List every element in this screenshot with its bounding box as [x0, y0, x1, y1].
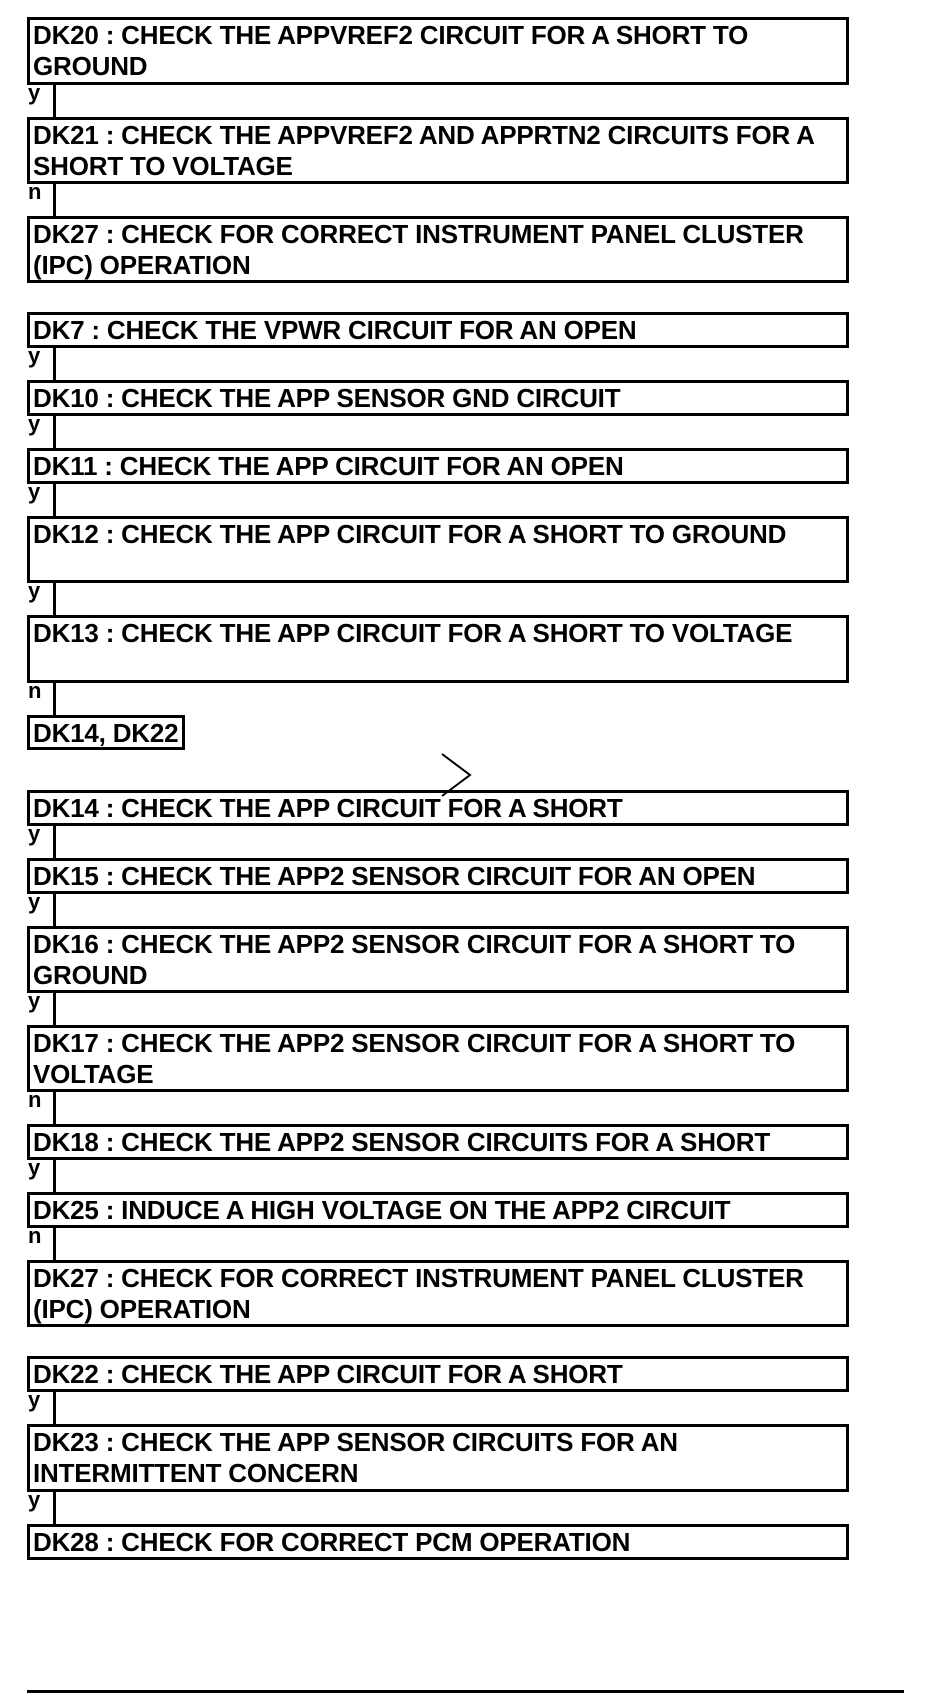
node-dk16: DK16 : CHECK THE APP2 SENSOR CIRCUIT FOR…	[27, 926, 849, 993]
node-dk15: DK15 : CHECK THE APP2 SENSOR CIRCUIT FOR…	[27, 858, 849, 894]
node-dk13: DK13 : CHECK THE APP CIRCUIT FOR A SHORT…	[27, 615, 849, 683]
connector-label: y	[28, 80, 41, 105]
node-dk11: DK11 : CHECK THE APP CIRCUIT FOR AN OPEN	[27, 448, 849, 484]
node-dk21: DK21 : CHECK THE APPVREF2 AND APPRTN2 CI…	[27, 117, 849, 184]
connector-n: n	[27, 1223, 56, 1260]
connector-y: y	[27, 889, 56, 926]
connector-label: y	[28, 479, 41, 504]
connector-y: y	[27, 821, 56, 858]
node-dk23: DK23 : CHECK THE APP SENSOR CIRCUITS FOR…	[27, 1424, 849, 1492]
node-dk27-ipc: DK27 : CHECK FOR CORRECT INSTRUMENT PANE…	[27, 216, 849, 283]
connector-label: n	[28, 678, 42, 703]
connector-y: y	[27, 1387, 56, 1424]
connector-y: y	[27, 578, 56, 615]
connector-label: y	[28, 578, 41, 603]
bottom-divider	[27, 1690, 904, 1693]
connector-label: y	[28, 1155, 41, 1180]
connector-y: y	[27, 988, 56, 1025]
connector-y: y	[27, 80, 56, 117]
node-dk25: DK25 : INDUCE A HIGH VOLTAGE ON THE APP2…	[27, 1192, 849, 1228]
connector-n: n	[27, 1087, 56, 1124]
connector-label: n	[28, 1223, 42, 1248]
node-dk27-ipc: DK27 : CHECK FOR CORRECT INSTRUMENT PANE…	[27, 1260, 849, 1327]
node-dk18: DK18 : CHECK THE APP2 SENSOR CIRCUITS FO…	[27, 1124, 849, 1160]
connector-label: n	[28, 179, 42, 204]
node-dk28: DK28 : CHECK FOR CORRECT PCM OPERATION	[27, 1524, 849, 1560]
connector-y: y	[27, 343, 56, 380]
connector-n: n	[27, 179, 56, 216]
connector-y: y	[27, 1155, 56, 1192]
connector-label: y	[28, 1387, 41, 1412]
connector-label: y	[28, 343, 41, 368]
connector-label: y	[28, 889, 41, 914]
node-ref-dk14-dk22: DK14, DK22	[27, 715, 186, 750]
connector-n: n	[27, 678, 56, 715]
node-dk7: DK7 : CHECK THE VPWR CIRCUIT FOR AN OPEN	[27, 312, 849, 348]
chevron-right-icon	[441, 753, 472, 797]
connector-y: y	[27, 479, 56, 516]
node-dk17: DK17 : CHECK THE APP2 SENSOR CIRCUIT FOR…	[27, 1025, 849, 1092]
node-dk22: DK22 : CHECK THE APP CIRCUIT FOR A SHORT	[27, 1356, 849, 1392]
connector-y: y	[27, 411, 56, 448]
connector-y: y	[27, 1487, 56, 1524]
node-dk20: DK20 : CHECK THE APPVREF2 CIRCUIT FOR A …	[27, 17, 849, 85]
node-dk14: DK14 : CHECK THE APP CIRCUIT FOR A SHORT	[27, 790, 849, 826]
connector-label: y	[28, 411, 41, 436]
node-dk10: DK10 : CHECK THE APP SENSOR GND CIRCUIT	[27, 380, 849, 416]
connector-label: y	[28, 821, 41, 846]
connector-label: y	[28, 988, 41, 1013]
connector-label: y	[28, 1487, 41, 1512]
connector-label: n	[28, 1087, 42, 1112]
node-dk12: DK12 : CHECK THE APP CIRCUIT FOR A SHORT…	[27, 516, 849, 583]
